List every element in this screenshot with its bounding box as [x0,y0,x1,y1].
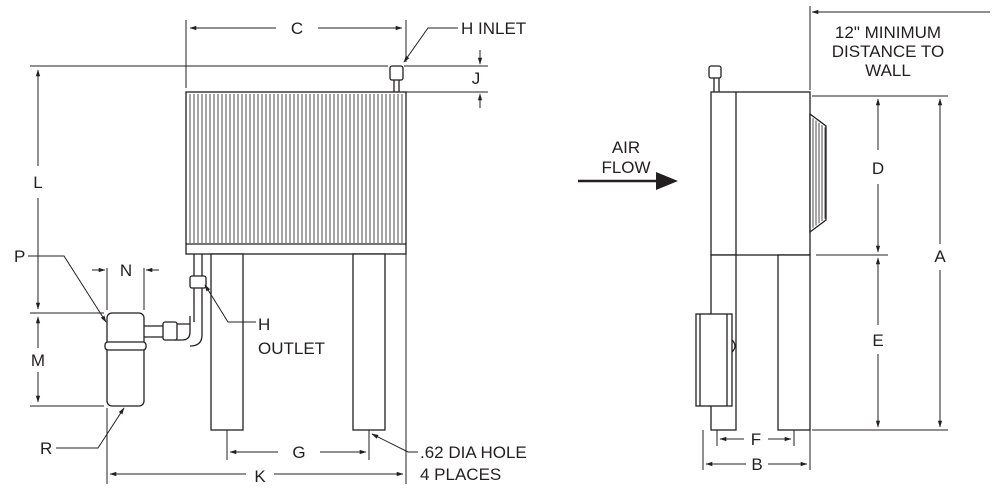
wall-distance-label: 12" MINIMUM [835,23,941,42]
wall-distance-label-2: DISTANCE TO [832,42,944,61]
air-flow-label: AIR [612,138,640,157]
dim-d-label: D [872,159,884,178]
dim-c-label: C [291,19,303,38]
hole-label-2: 4 PLACES [420,465,501,484]
fan-guard [809,112,827,234]
dim-p-label: P [14,247,25,266]
outlet-fitting [189,275,207,289]
dim-g-label: G [292,443,305,462]
wall-distance-label-3: WALL [865,61,911,80]
front-view: C H INLET J L P N M R H [14,19,527,486]
front-leg-right [352,253,386,431]
hole-label: .62 DIA HOLE [420,443,527,462]
dim-e-label: E [872,331,883,350]
front-coil-frame [185,91,407,255]
h-inlet-label: H INLET [461,19,526,38]
side-view: AIR FLOW 12" MINIMUM DISTANCE TO WALL [578,6,990,474]
receiver-band [104,341,147,351]
dim-k-label: K [254,467,266,486]
h-outlet-label-2: OUTLET [258,339,325,358]
h-outlet-label: H [258,315,270,334]
front-coil-fins [189,94,403,243]
inlet-cap [389,65,404,81]
receiver-tank [106,312,145,407]
dim-l-label: L [33,173,42,192]
air-flow-label-2: FLOW [601,158,650,177]
side-receiver [695,313,733,407]
dim-r-label: R [40,439,52,458]
side-leg-right [777,254,811,431]
dim-f-label: F [751,430,761,449]
dim-b-label: B [751,455,762,474]
dim-a-label: A [934,247,946,266]
dim-j-label: J [472,69,481,88]
dim-m-label: M [31,351,45,370]
front-leg-left [210,253,244,431]
side-inlet-cap [708,65,722,79]
pipe-coupling [162,321,178,341]
fan-guard-grille [812,118,826,228]
dim-n-label: N [120,261,132,280]
side-cabinet [710,91,811,256]
